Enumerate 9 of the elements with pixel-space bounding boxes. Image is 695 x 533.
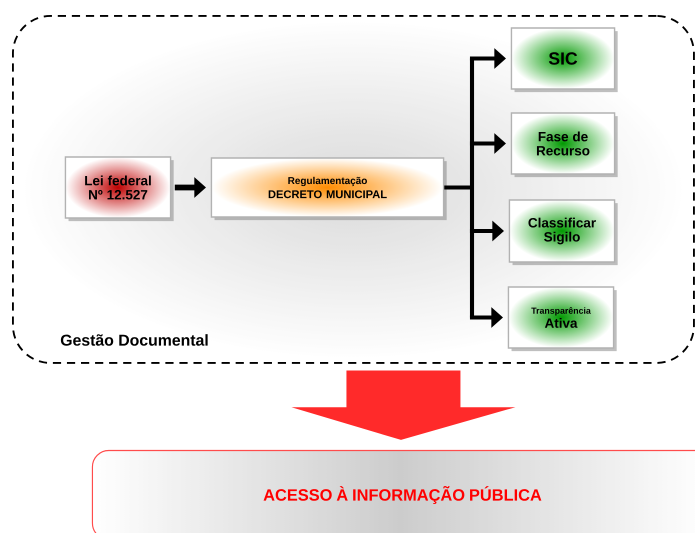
process-box: Classificar Sigilo bbox=[508, 199, 618, 266]
process-box: SIC bbox=[510, 27, 618, 92]
process-box: Regulamentação DECRETO MUNICIPAL bbox=[210, 157, 447, 220]
result-banner: ACESSO À INFORMAÇÃO PÚBLICA bbox=[92, 450, 695, 533]
group-title: Gestão Documental bbox=[60, 334, 208, 346]
process-box: Lei federal Nº 12.527 bbox=[64, 156, 174, 222]
block-arrow bbox=[291, 370, 516, 440]
process-box: Transparência Ativa bbox=[508, 286, 617, 352]
process-box: Fase de Recurso bbox=[510, 112, 618, 178]
